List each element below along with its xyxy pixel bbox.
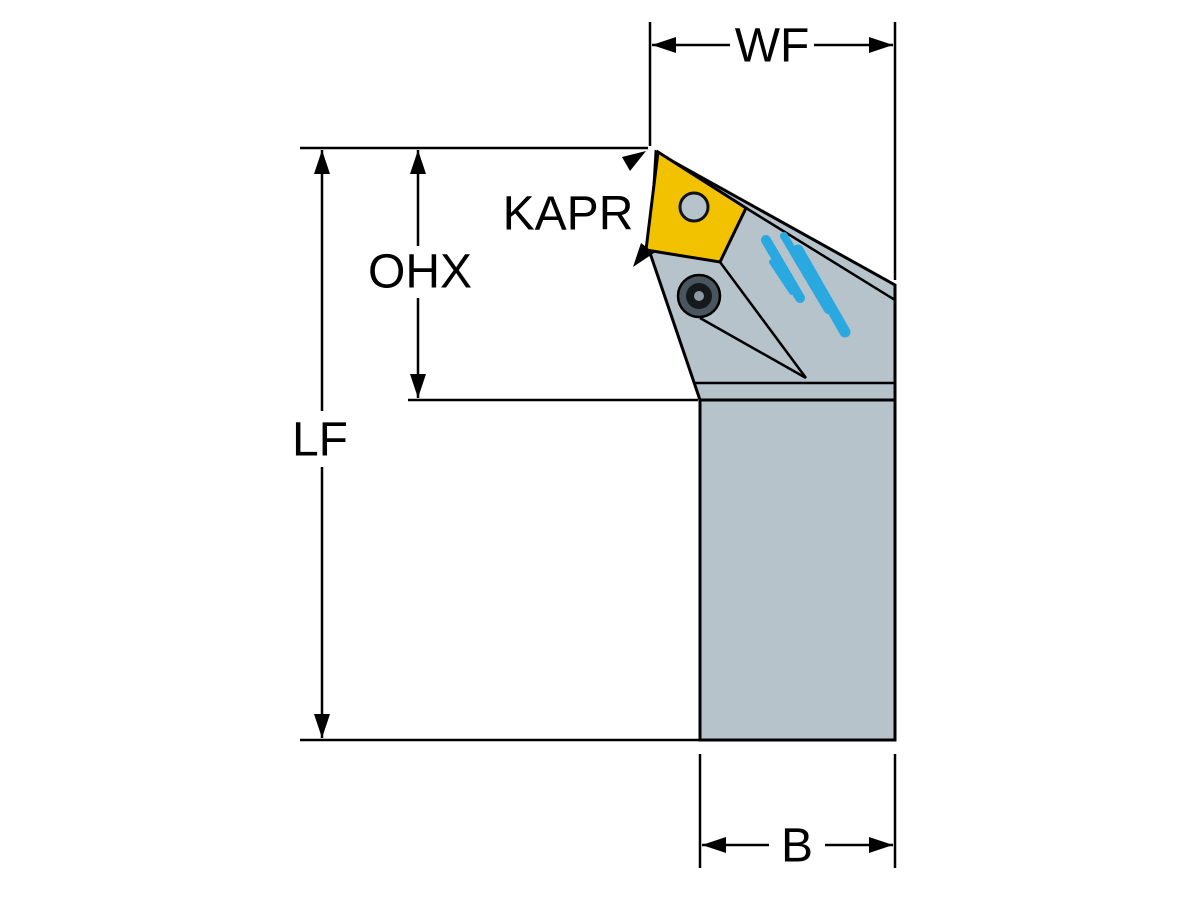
lf-arrow-down-icon [314, 714, 330, 738]
ohx-label-mask [358, 246, 482, 298]
ohx-arrow-up-icon [410, 150, 426, 174]
chip-guide-line-1 [718, 261, 808, 379]
cutting-insert [644, 149, 748, 264]
wf-label: WF [735, 20, 810, 73]
b-label-mask [769, 817, 825, 873]
coolant-spray [761, 232, 851, 338]
b-arrow-left-icon [702, 837, 726, 853]
coolant-jet-1 [761, 235, 805, 303]
b-arrow-right-icon [869, 837, 893, 853]
chip-guide-line-2 [699, 316, 807, 380]
lf-arrow-up-icon [314, 150, 330, 174]
lf-dimension: LF [281, 146, 700, 742]
tool-shank [698, 398, 897, 742]
b-dimension: B [698, 754, 897, 873]
ohx-label: OHX [368, 246, 472, 299]
ohx-arrow-down-icon [410, 374, 426, 398]
coolant-jet-3 [792, 244, 851, 338]
wf-arrow-right-icon [869, 37, 893, 53]
insert-hole [678, 191, 710, 223]
kapr-annotation: KAPR [503, 151, 654, 267]
b-label: B [781, 820, 813, 873]
wf-dimension: WF [648, 18, 897, 280]
pocket-edge-line [745, 206, 896, 302]
coolant-jet-4 [769, 259, 795, 295]
wf-arrow-left-icon [652, 37, 676, 53]
tool-holder [644, 149, 897, 742]
clamp-screw-center [694, 291, 704, 301]
ohx-dimension: OHX [358, 150, 698, 402]
kapr-label: KAPR [503, 188, 634, 241]
kapr-arrow-down-icon [633, 243, 654, 267]
kapr-arrow-up-icon [622, 151, 646, 171]
clamp-screw [676, 273, 722, 319]
wf-label-mask [730, 18, 814, 72]
lf-label: LF [292, 414, 348, 467]
lf-label-mask [281, 411, 359, 467]
